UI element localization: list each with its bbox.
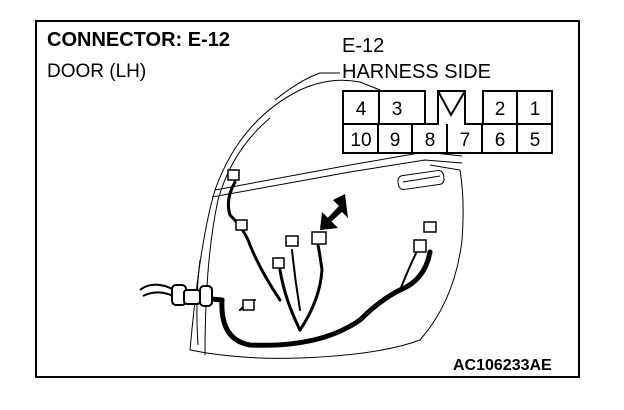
- pin-number: 7: [460, 130, 471, 151]
- pin-number: 9: [390, 130, 401, 151]
- harness-side-label: HARNESS SIDE: [342, 61, 491, 83]
- location-label: DOOR (LH): [47, 61, 147, 82]
- door-handle: [397, 170, 445, 190]
- connector-block: [423, 221, 437, 233]
- window-sill-line-2: [211, 159, 463, 198]
- pin-number: 6: [495, 130, 506, 151]
- connector-block: [242, 299, 255, 311]
- connector-title: CONNECTOR: E-12: [47, 29, 230, 51]
- illustration-code: AC106233AE: [453, 357, 552, 374]
- harness-grommet: [139, 283, 213, 307]
- pin-number: 4: [356, 99, 367, 120]
- connector-block: [285, 235, 299, 247]
- pin-number: 1: [530, 99, 541, 120]
- connector-id-label: E-12: [342, 35, 385, 57]
- connector-block: [311, 231, 327, 245]
- pin-number: 8: [425, 130, 436, 151]
- pin-number: 2: [495, 99, 506, 120]
- pin-number: 3: [392, 99, 403, 120]
- harness-connectors: [227, 169, 437, 311]
- connector-block: [413, 239, 427, 253]
- connector-face-diagram: 4 3 2 1 10 9 8 7 6 5: [342, 90, 553, 154]
- diagram-frame: [35, 20, 580, 378]
- pin-number: 10: [350, 130, 371, 151]
- connector-block: [235, 219, 248, 231]
- leader-line: [274, 72, 340, 101]
- pointer-arrow: [320, 194, 348, 230]
- pin-number: 5: [530, 130, 541, 151]
- connector-block: [272, 257, 285, 269]
- wire-harness: [197, 180, 433, 348]
- door-inner-edge: [204, 117, 271, 356]
- connector-block: [227, 169, 240, 181]
